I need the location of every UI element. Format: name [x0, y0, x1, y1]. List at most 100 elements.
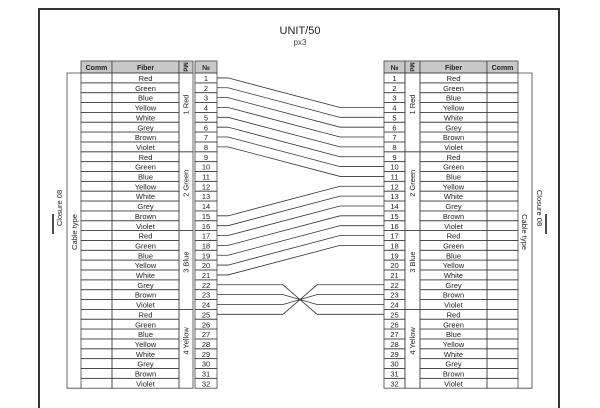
- left-fiber-number: 6: [204, 123, 208, 132]
- left-comm-cell: [80, 151, 113, 163]
- left-fiber-color-label: Violet: [136, 301, 156, 310]
- right-comm-cell: [486, 82, 519, 94]
- splice-connection-8-11: [217, 146, 384, 177]
- splice-connection-1-4: [217, 77, 384, 108]
- right-comm-cell: [486, 279, 519, 291]
- right-fiber-color-label: Yellow: [443, 261, 465, 270]
- left-comm-cell: [80, 92, 113, 103]
- right-comm-cell: [486, 141, 519, 153]
- right-comm-cell: [486, 358, 519, 369]
- left-fiber-number: 2: [204, 84, 208, 93]
- right-fiber-number: 16: [390, 222, 398, 231]
- left-fiber-number: 1: [204, 74, 208, 83]
- left-fiber-color-label: Brown: [135, 212, 156, 221]
- left-comm-cell: [80, 112, 113, 123]
- right-comm-cell: [486, 377, 519, 389]
- right-fiber-number: 21: [390, 271, 398, 280]
- right-comm-cell: [486, 210, 519, 222]
- left-number-cell: [194, 377, 218, 389]
- splice-connection-4-7: [217, 107, 384, 138]
- left-cable-bracket: [66, 72, 81, 389]
- left-fiber-number: 18: [202, 241, 210, 250]
- right-fiber-color-label: Red: [447, 310, 461, 319]
- splice-connection-5-8: [217, 116, 384, 148]
- left-fiber-color-label: Yellow: [135, 340, 157, 349]
- right-comm-cell: [486, 171, 519, 182]
- left-fiber-number: 15: [202, 212, 210, 221]
- right-fiber-color-label: Grey: [445, 360, 462, 369]
- right-fiber-color-label: Green: [443, 163, 464, 172]
- left-comm-cell: [80, 279, 113, 291]
- left-fiber-color-label: Red: [139, 74, 153, 83]
- right-comm-cell: [486, 92, 519, 103]
- right-fiber-number: 31: [390, 370, 398, 379]
- left-fiber-color-label: Grey: [137, 123, 154, 132]
- right-header-num-label: №: [391, 64, 399, 72]
- right-cable-bracket: [518, 72, 533, 389]
- right-comm-cell: [486, 328, 519, 340]
- right-comm-cell: [486, 151, 519, 163]
- left-fiber-number: 30: [202, 360, 210, 369]
- right-fiber-number: 29: [390, 350, 398, 359]
- right-fiber-number: 3: [392, 94, 396, 103]
- right-comm-cell: [486, 72, 519, 84]
- unit-title: UNIT/50: [279, 25, 321, 37]
- splice-connection-20-17: [217, 235, 384, 266]
- left-comm-cell: [80, 377, 113, 389]
- left-fiber-color-label: Yellow: [135, 182, 157, 191]
- right-module-cell: [404, 308, 421, 389]
- left-comm-cell: [80, 131, 113, 143]
- left-cable-type-label: Cable type: [70, 214, 79, 250]
- right-fiber-number: 18: [390, 241, 398, 250]
- left-fiber-number: 22: [202, 281, 210, 290]
- right-comm-cell: [486, 299, 519, 310]
- left-fiber-number: 24: [202, 301, 210, 310]
- right-fiber-number: 9: [392, 153, 396, 162]
- right-fiber-color-label: Violet: [444, 143, 464, 152]
- right-comm-cell: [486, 318, 519, 330]
- right-fiber-color-label: Blue: [446, 330, 461, 339]
- left-comm-cell: [80, 82, 113, 94]
- splice-connection-17-14: [217, 205, 384, 236]
- right-fiber-color-label: White: [444, 192, 463, 201]
- left-fiber-color-label: Brown: [135, 133, 156, 142]
- right-closure-label: Closure 08: [535, 190, 544, 226]
- right-fiber-number: 22: [390, 281, 398, 290]
- splice-connection-19-16: [217, 225, 384, 256]
- left-comm-cell: [80, 299, 113, 310]
- right-fiber-number: 19: [390, 251, 398, 260]
- left-fiber-color-label: Blue: [138, 94, 153, 103]
- left-fiber-number: 9: [204, 153, 208, 162]
- right-fiber-color-label: Grey: [445, 202, 462, 211]
- unit-subtitle: px3: [293, 38, 307, 47]
- left-fiber-color-label: Red: [139, 153, 153, 162]
- left-fiber-number: 29: [202, 350, 210, 359]
- splice-connection-2-5: [217, 87, 384, 118]
- splice-connection-21-18: [217, 244, 384, 276]
- right-fiber-number: 23: [390, 291, 398, 300]
- right-comm-cell: [486, 348, 519, 360]
- left-module-label: 2 Green: [182, 170, 191, 197]
- left-comm-cell: [80, 161, 113, 172]
- right-fiber-number: 15: [390, 212, 398, 221]
- left-comm-cell: [80, 121, 113, 133]
- right-comm-cell: [486, 269, 519, 281]
- right-fiber-color-label: Brown: [443, 133, 464, 142]
- right-fiber-number: 1: [392, 74, 396, 83]
- left-header-fiber-label: Fiber: [137, 65, 154, 72]
- left-fiber-number: 11: [202, 173, 210, 182]
- right-fiber-number: 13: [390, 192, 398, 201]
- right-fiber-color-label: Grey: [445, 123, 462, 132]
- right-comm-cell: [486, 338, 519, 350]
- right-fiber-number: 11: [391, 173, 399, 182]
- splice-connection-16-13: [217, 195, 384, 227]
- left-comm-cell: [80, 180, 113, 192]
- left-header-num-label: №: [202, 64, 210, 72]
- left-fiber-number: 19: [202, 251, 210, 260]
- left-fiber-number: 14: [202, 202, 210, 211]
- right-fiber-number: 5: [392, 113, 396, 122]
- right-comm-cell: [486, 190, 519, 202]
- right-comm-cell: [486, 230, 519, 241]
- left-header-md-label: Md: [182, 62, 189, 71]
- right-comm-cell: [486, 289, 519, 300]
